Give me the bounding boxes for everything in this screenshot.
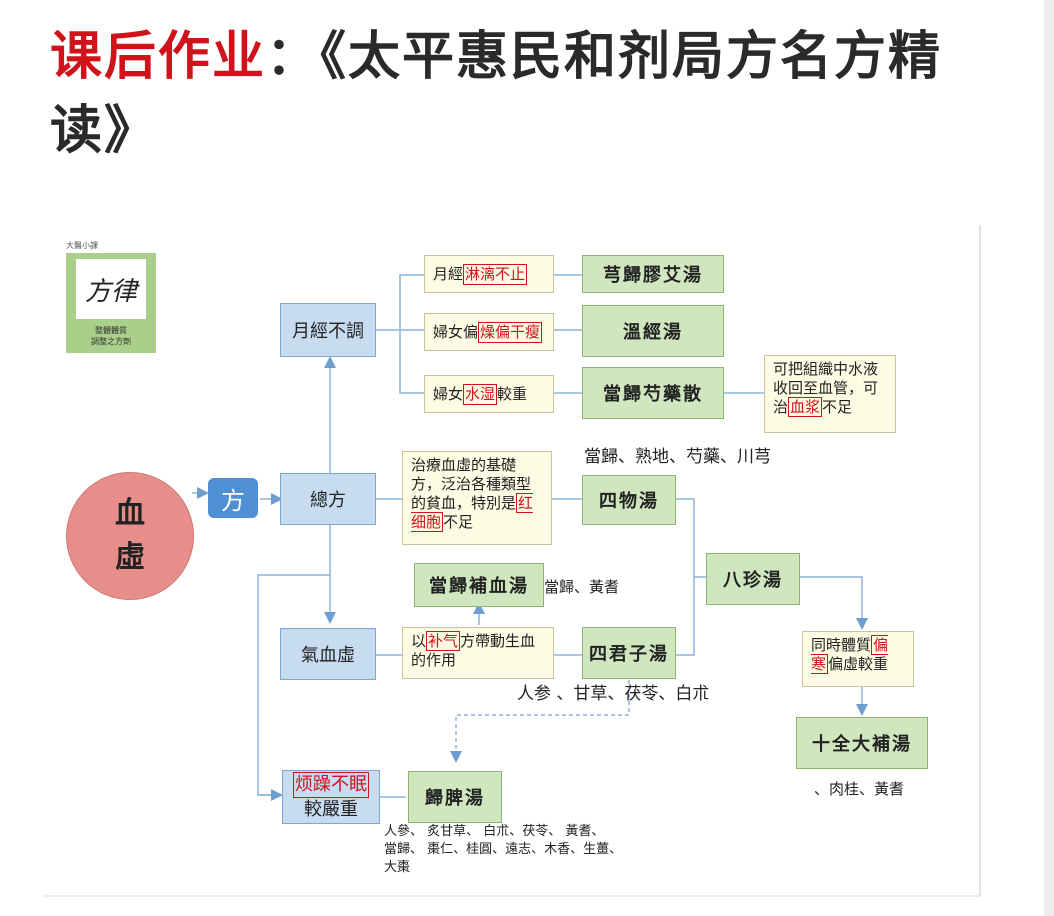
condition-3-mark: 水湿 (463, 383, 498, 405)
category-zongfang: 總方 (280, 473, 376, 525)
formula-2: 溫經湯 (582, 305, 724, 357)
condition-4: 治療血虛的基礎方，泛治各種類型的貧血，特別是红细胞不足 (402, 451, 552, 545)
logo-caption-1: 整體體質 (95, 326, 127, 335)
condition-4-text: 治療血虛的基礎方，泛治各種類型的貧血，特別是 (411, 456, 532, 512)
title-rest: ：《太平惠民和剂局方名方精读》 (50, 27, 943, 161)
condition-1: 月經淋漓不止 (424, 255, 554, 293)
herbs-buxue: 當歸、黃耆 (544, 578, 620, 596)
title-highlight: 课后作业 (50, 27, 267, 87)
condition-6-post: 不足 (822, 398, 853, 416)
root-node-xuexu: 血 虛 (66, 472, 194, 600)
condition-7: 同時體質偏寒偏虛較重 (802, 631, 914, 687)
herbs-shiquan: 、肉桂、黃耆 (814, 780, 905, 798)
herbs-guipi-3: 大棗 (384, 860, 411, 875)
formula-5: 當歸補血湯 (414, 563, 544, 607)
condition-5: 以补气方帶動生血的作用 (402, 627, 554, 679)
condition-5-mark: 补气 (426, 631, 461, 651)
condition-7-post: 偏虛較重 (828, 655, 889, 673)
condition-4-post: 不足 (443, 513, 474, 531)
condition-5-post: 方帶動生血的作用 (411, 632, 536, 669)
formula-8: 十全大補湯 (796, 717, 928, 769)
formula-3: 當歸芍藥散 (582, 367, 724, 419)
condition-2-mark: 燥偏干瘦 (478, 321, 543, 343)
scrollbar[interactable] (1044, 0, 1054, 916)
condition-3-post: 較重 (497, 384, 528, 403)
formula-6: 四君子湯 (582, 627, 676, 679)
fanzao-mark: 烦躁不眠 (293, 772, 369, 798)
logo-tag: 大醫小課 (66, 241, 98, 250)
diagram-image: 大醫小課 方律 整體體質 調整之方劑 血 虛 方 月經不調 總方 氣血虛 烦躁不… (44, 225, 981, 897)
logo-glyph: 方律 (76, 259, 146, 319)
fang-label: 方 (208, 478, 258, 518)
condition-6-mark: 血浆 (788, 397, 823, 417)
root-char-1: 血 (115, 496, 145, 531)
condition-3-text: 婦女 (433, 384, 464, 403)
fanzao-rest: 較嚴重 (304, 799, 358, 820)
logo-card: 方律 整體體質 調整之方劑 (66, 253, 156, 353)
herbs-guipi-1: 人參、 炙甘草、 白朮、茯苓、 黃耆、 (384, 824, 605, 839)
herbs-siwu: 當歸、熟地、芍藥、川芎 (584, 447, 771, 467)
root-char-2: 虛 (115, 540, 145, 575)
condition-4-mark: 红细胞 (411, 493, 534, 532)
condition-3: 婦女水湿較重 (424, 375, 554, 413)
category-fanzao: 烦躁不眠 較嚴重 (282, 770, 380, 824)
page-title: 课后作业：《太平惠民和剂局方名方精读》 (50, 20, 1010, 168)
condition-1-text: 月經 (433, 264, 464, 283)
condition-7-mark: 偏寒 (811, 635, 889, 674)
logo: 大醫小課 方律 整體體質 調整之方劑 (66, 241, 156, 353)
formula-4: 四物湯 (582, 475, 676, 525)
category-qixue: 氣血虛 (280, 628, 376, 680)
condition-6-text: 可把組織中水液收回至血管，可治 (773, 360, 879, 416)
formula-7: 八珍湯 (706, 553, 800, 605)
condition-2: 婦女偏燥偏干瘦 (424, 313, 554, 351)
condition-2-text: 婦女偏 (433, 322, 479, 341)
herbs-guipi-2: 當歸、 棗仁、桂圓、遠志、木香、生薑、 (384, 842, 623, 857)
category-yuejing: 月經不調 (280, 303, 376, 357)
logo-caption-2: 調整之方劑 (91, 337, 131, 346)
condition-5-text: 以 (411, 632, 427, 650)
condition-1-mark: 淋漓不止 (463, 263, 528, 285)
herbs-sijunzi: 人参 、甘草、茯苓、白朮 (517, 684, 710, 704)
formula-1: 芎歸膠艾湯 (582, 255, 724, 293)
condition-6: 可把組織中水液收回至血管，可治血浆不足 (764, 355, 896, 433)
condition-7-text: 同時體質 (811, 636, 872, 654)
formula-9: 歸脾湯 (408, 771, 502, 823)
